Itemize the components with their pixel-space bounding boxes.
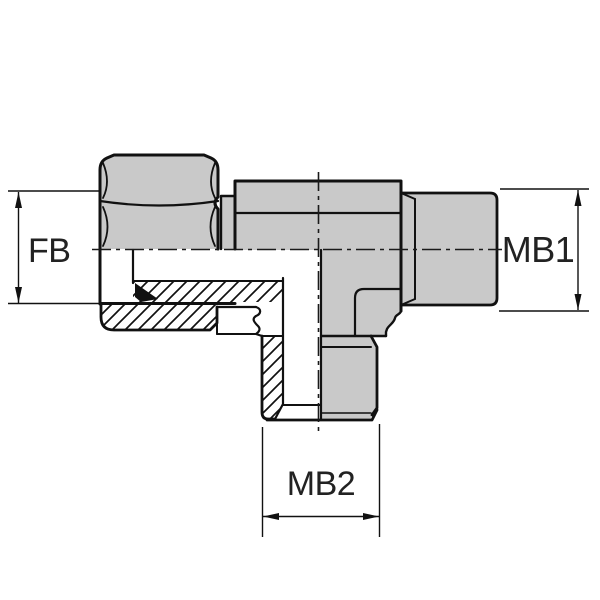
ferrule-band-hatch (133, 281, 283, 302)
nut-chamfer-arc-tr (210, 162, 216, 199)
mb2-stud (265, 276, 379, 422)
label-mb2: MB2 (287, 465, 355, 503)
section-hatching (101, 281, 283, 419)
mb2-arrow-left (263, 513, 279, 520)
label-mb1: MB1 (502, 229, 575, 270)
section-edges (98, 248, 284, 421)
mb1-arrow-down (574, 294, 582, 310)
nut-facet-line (98, 199, 220, 207)
dimension-mb1: MB1 (499, 188, 589, 312)
mb2-bottom-edge (265, 408, 379, 422)
mb1-chamfer-top (400, 192, 416, 200)
nut-flank-hatch (101, 304, 222, 330)
neck-outline (219, 194, 237, 251)
fb-arrow-up (15, 192, 22, 208)
mb1-chamfer-bottom (400, 298, 416, 306)
nut-outline (98, 153, 220, 306)
fb-arrow-down (15, 287, 22, 303)
swivel-nut (98, 153, 237, 306)
mb2-arrow-right (363, 513, 379, 520)
nut-chamfer-arc-br (209, 206, 216, 247)
nut-chamfer-arc-tl (102, 162, 108, 199)
nut-body-fill (100, 155, 218, 249)
mb2-wall-outer-edge (260, 334, 277, 421)
neck-fill (221, 196, 235, 249)
nut-flank-outline (99, 302, 219, 332)
centerlines (92, 172, 502, 433)
body-ogee-step (384, 309, 403, 338)
mb2-bore-wall (273, 276, 285, 421)
mb2-wall-hatch (262, 336, 283, 419)
mb2-right-edge (369, 334, 379, 417)
mb1-arrow-up (574, 190, 582, 206)
dimension-mb2: MB2 (261, 424, 381, 537)
nut-chamfer-arc-bl (102, 206, 109, 247)
body-fillet-line (353, 287, 403, 338)
tee-body-fill (235, 181, 401, 420)
dimension-fb: FB (8, 190, 100, 305)
washer-ogee-edge (252, 305, 264, 338)
label-fb: FB (28, 232, 70, 270)
cutting-ring-wedge (135, 283, 158, 302)
